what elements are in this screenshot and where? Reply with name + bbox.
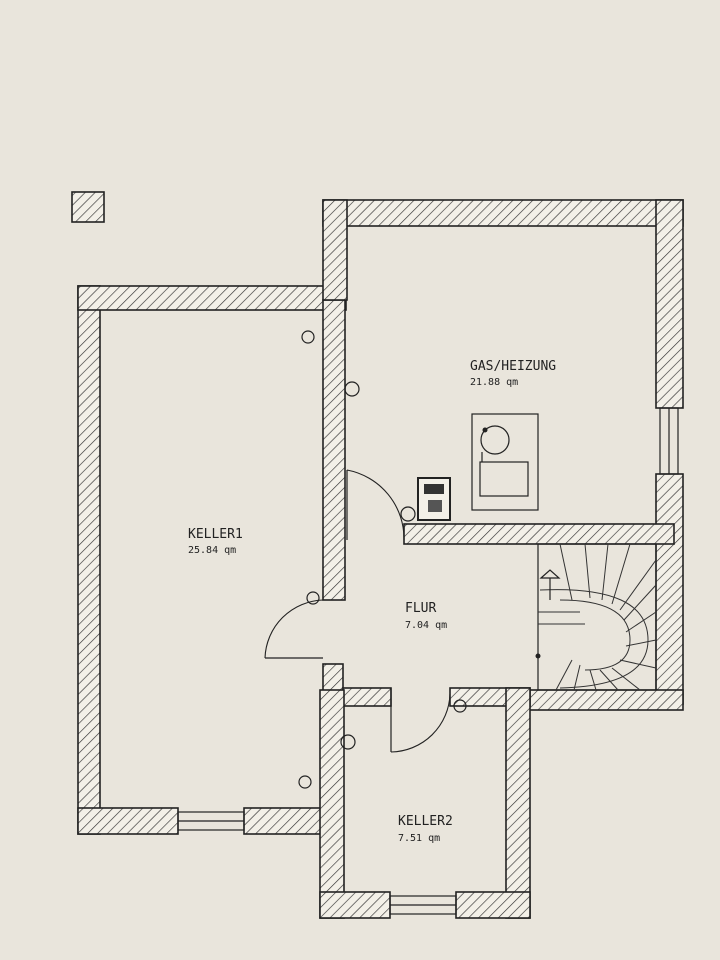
gas-meter-icon — [417, 477, 451, 521]
room-area-flur: 7.04 qm — [405, 620, 447, 631]
room-area-keller1: 25.84 qm — [188, 545, 236, 556]
wall-keller2-left — [319, 689, 345, 919]
window-icon — [659, 407, 679, 475]
room-area-keller2: 7.51 qm — [398, 833, 440, 844]
room-name-keller1: KELLER1 — [188, 527, 243, 542]
door-icon — [390, 688, 451, 753]
staircase-icon — [535, 543, 657, 691]
room-name-flur: FLUR — [405, 601, 436, 616]
wall-keller2-bottom-left — [319, 891, 391, 919]
window-icon — [177, 811, 245, 831]
walls — [77, 199, 684, 919]
wall-heizung-right-lower — [655, 473, 684, 705]
legend-hatch-swatch — [71, 191, 105, 223]
wall-heizung-right-upper — [655, 199, 684, 409]
wall-heizung-left — [322, 199, 348, 301]
wall-keller1-bottom-left — [77, 807, 179, 835]
room-name-gas-heizung: GAS/HEIZUNG — [470, 359, 556, 374]
door-icon — [264, 599, 324, 659]
wall-heizung-flur — [403, 523, 675, 545]
door-icon — [346, 469, 405, 541]
room-name-keller2: KELLER2 — [398, 814, 453, 829]
window-icon — [389, 895, 457, 915]
wall-flur-keller2-left — [342, 687, 392, 707]
wall-partition-keller1-flur-upper — [322, 299, 346, 601]
wall-keller1-left — [77, 285, 101, 835]
boiler-icon — [471, 413, 539, 511]
wall-keller2-bottom-right — [455, 891, 531, 919]
wall-heizung-top — [322, 199, 684, 227]
wall-keller2-right — [505, 687, 531, 919]
room-area-gas-heizung: 21.88 qm — [470, 377, 518, 388]
wall-stair-bottom — [507, 689, 684, 711]
wall-keller1-top — [77, 285, 347, 311]
light-fixture-icon — [298, 330, 467, 789]
